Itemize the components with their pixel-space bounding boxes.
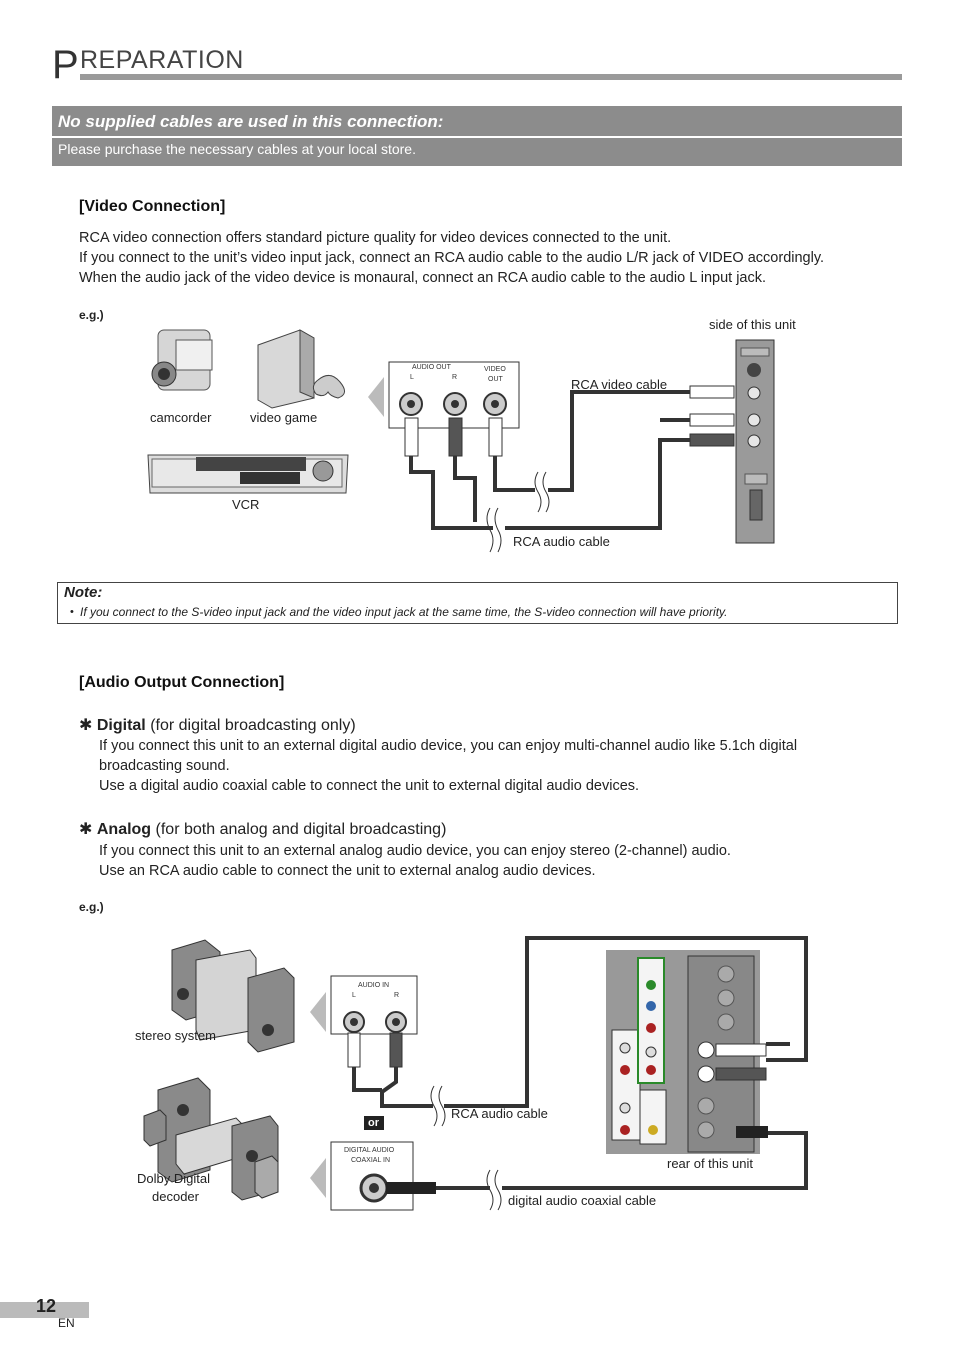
audio-out-label: AUDIO OUT bbox=[412, 364, 451, 371]
camcorder-icon bbox=[151, 329, 213, 391]
audio-in-label: AUDIO IN bbox=[358, 982, 390, 989]
page-title: REPARATION bbox=[80, 46, 244, 74]
left-jack-label: L bbox=[352, 992, 356, 999]
rca-audio-cable-label: RCA audio cable bbox=[513, 534, 610, 549]
rca-plugs-icon bbox=[404, 417, 503, 457]
digital-coax-label-2: COAXIAL IN bbox=[351, 1157, 391, 1164]
digital-coax-cable-label: digital audio coaxial cable bbox=[508, 1193, 657, 1208]
video-out-label-2: OUT bbox=[488, 376, 503, 383]
video-game-label: video game bbox=[250, 410, 318, 425]
rca-video-cable-label: RCA video cable bbox=[571, 377, 668, 392]
digital-paragraph-line-3: Use a digital audio coaxial cable to con… bbox=[99, 778, 640, 794]
arrow-icon bbox=[310, 1158, 326, 1198]
right-jack-label: R bbox=[452, 374, 458, 381]
title-rule bbox=[80, 74, 902, 80]
page-number-tab bbox=[0, 1302, 89, 1318]
banner-subtext: Please purchase the necessary cables at … bbox=[58, 141, 416, 157]
video-connection-diagram bbox=[147, 329, 775, 553]
rca-audio-cable-line bbox=[409, 390, 690, 530]
page-number: 12 bbox=[36, 1296, 57, 1316]
video-paragraph-line-3: When the audio jack of the video device … bbox=[79, 270, 767, 286]
audio-connection-diagram bbox=[143, 936, 808, 1211]
analog-paragraph-line-1: If you connect this unit to an external … bbox=[99, 843, 731, 859]
vcr-label: VCR bbox=[232, 497, 260, 512]
star-icon: ✱ bbox=[79, 821, 93, 838]
camcorder-label: camcorder bbox=[150, 410, 212, 425]
left-jack-label: L bbox=[410, 374, 414, 381]
dolby-decoder-icon bbox=[143, 1077, 279, 1201]
analog-title: Analog bbox=[96, 821, 152, 838]
digital-coax-label-1: DIGITAL AUDIO bbox=[344, 1147, 395, 1154]
banner-heading: No supplied cables are used in this conn… bbox=[58, 112, 444, 131]
digital-paragraph-line-1: If you connect this unit to an external … bbox=[99, 738, 798, 754]
video-connection-heading: [Video Connection] bbox=[79, 198, 226, 215]
star-icon: ✱ bbox=[79, 717, 93, 734]
arrow-icon bbox=[368, 377, 384, 417]
note-bullet: • bbox=[70, 606, 74, 618]
banner-divider bbox=[52, 136, 902, 138]
unit-plugs-icon bbox=[689, 385, 735, 447]
audio-output-heading: [Audio Output Connection] bbox=[79, 674, 285, 691]
stereo-system-icon bbox=[171, 939, 295, 1053]
video-out-label-1: VIDEO bbox=[484, 366, 506, 373]
example-label-2: e.g.) bbox=[79, 900, 104, 914]
video-paragraph-line-2: If you connect to the unit’s video input… bbox=[79, 250, 825, 266]
or-label: or bbox=[368, 1117, 379, 1129]
analog-paragraph-line-2: Use an RCA audio cable to connect the un… bbox=[99, 863, 596, 879]
digital-subtitle: (for digital broadcasting only) bbox=[150, 717, 356, 734]
note-box bbox=[57, 582, 898, 624]
note-heading: Note: bbox=[64, 584, 103, 601]
unit-side-panel bbox=[735, 339, 775, 544]
analog-line: ✱ Analog (for both analog and digital br… bbox=[79, 819, 446, 839]
side-of-unit-label: side of this unit bbox=[709, 317, 796, 332]
right-jack-label: R bbox=[394, 992, 400, 999]
note-text: If you connect to the S-video input jack… bbox=[80, 605, 728, 619]
language-code: EN bbox=[58, 1316, 75, 1330]
page-title-initial: P bbox=[52, 43, 79, 87]
unit-rear-panel bbox=[606, 950, 768, 1154]
or-badge bbox=[364, 1116, 384, 1130]
analog-subtitle: (for both analog and digital broadcastin… bbox=[155, 821, 447, 838]
dolby-label-line-1: Dolby Digital bbox=[137, 1171, 210, 1186]
arrow-icon bbox=[310, 992, 326, 1032]
digital-line: ✱ Digital (for digital broadcasting only… bbox=[79, 715, 356, 735]
digital-paragraph-line-2: broadcasting sound. bbox=[99, 758, 230, 774]
vcr-icon bbox=[147, 454, 349, 494]
stereo-system-label: stereo system bbox=[135, 1028, 216, 1043]
example-label: e.g.) bbox=[79, 308, 104, 322]
video-game-icon bbox=[257, 329, 345, 409]
rca-jacks-icon bbox=[399, 392, 507, 416]
digital-title: Digital bbox=[96, 717, 146, 734]
rear-of-unit-label: rear of this unit bbox=[667, 1156, 753, 1171]
rca-audio-cable-label-2: RCA audio cable bbox=[451, 1106, 548, 1121]
dolby-label-line-2: decoder bbox=[152, 1189, 199, 1204]
video-paragraph-line-1: RCA video connection offers standard pic… bbox=[79, 230, 672, 246]
